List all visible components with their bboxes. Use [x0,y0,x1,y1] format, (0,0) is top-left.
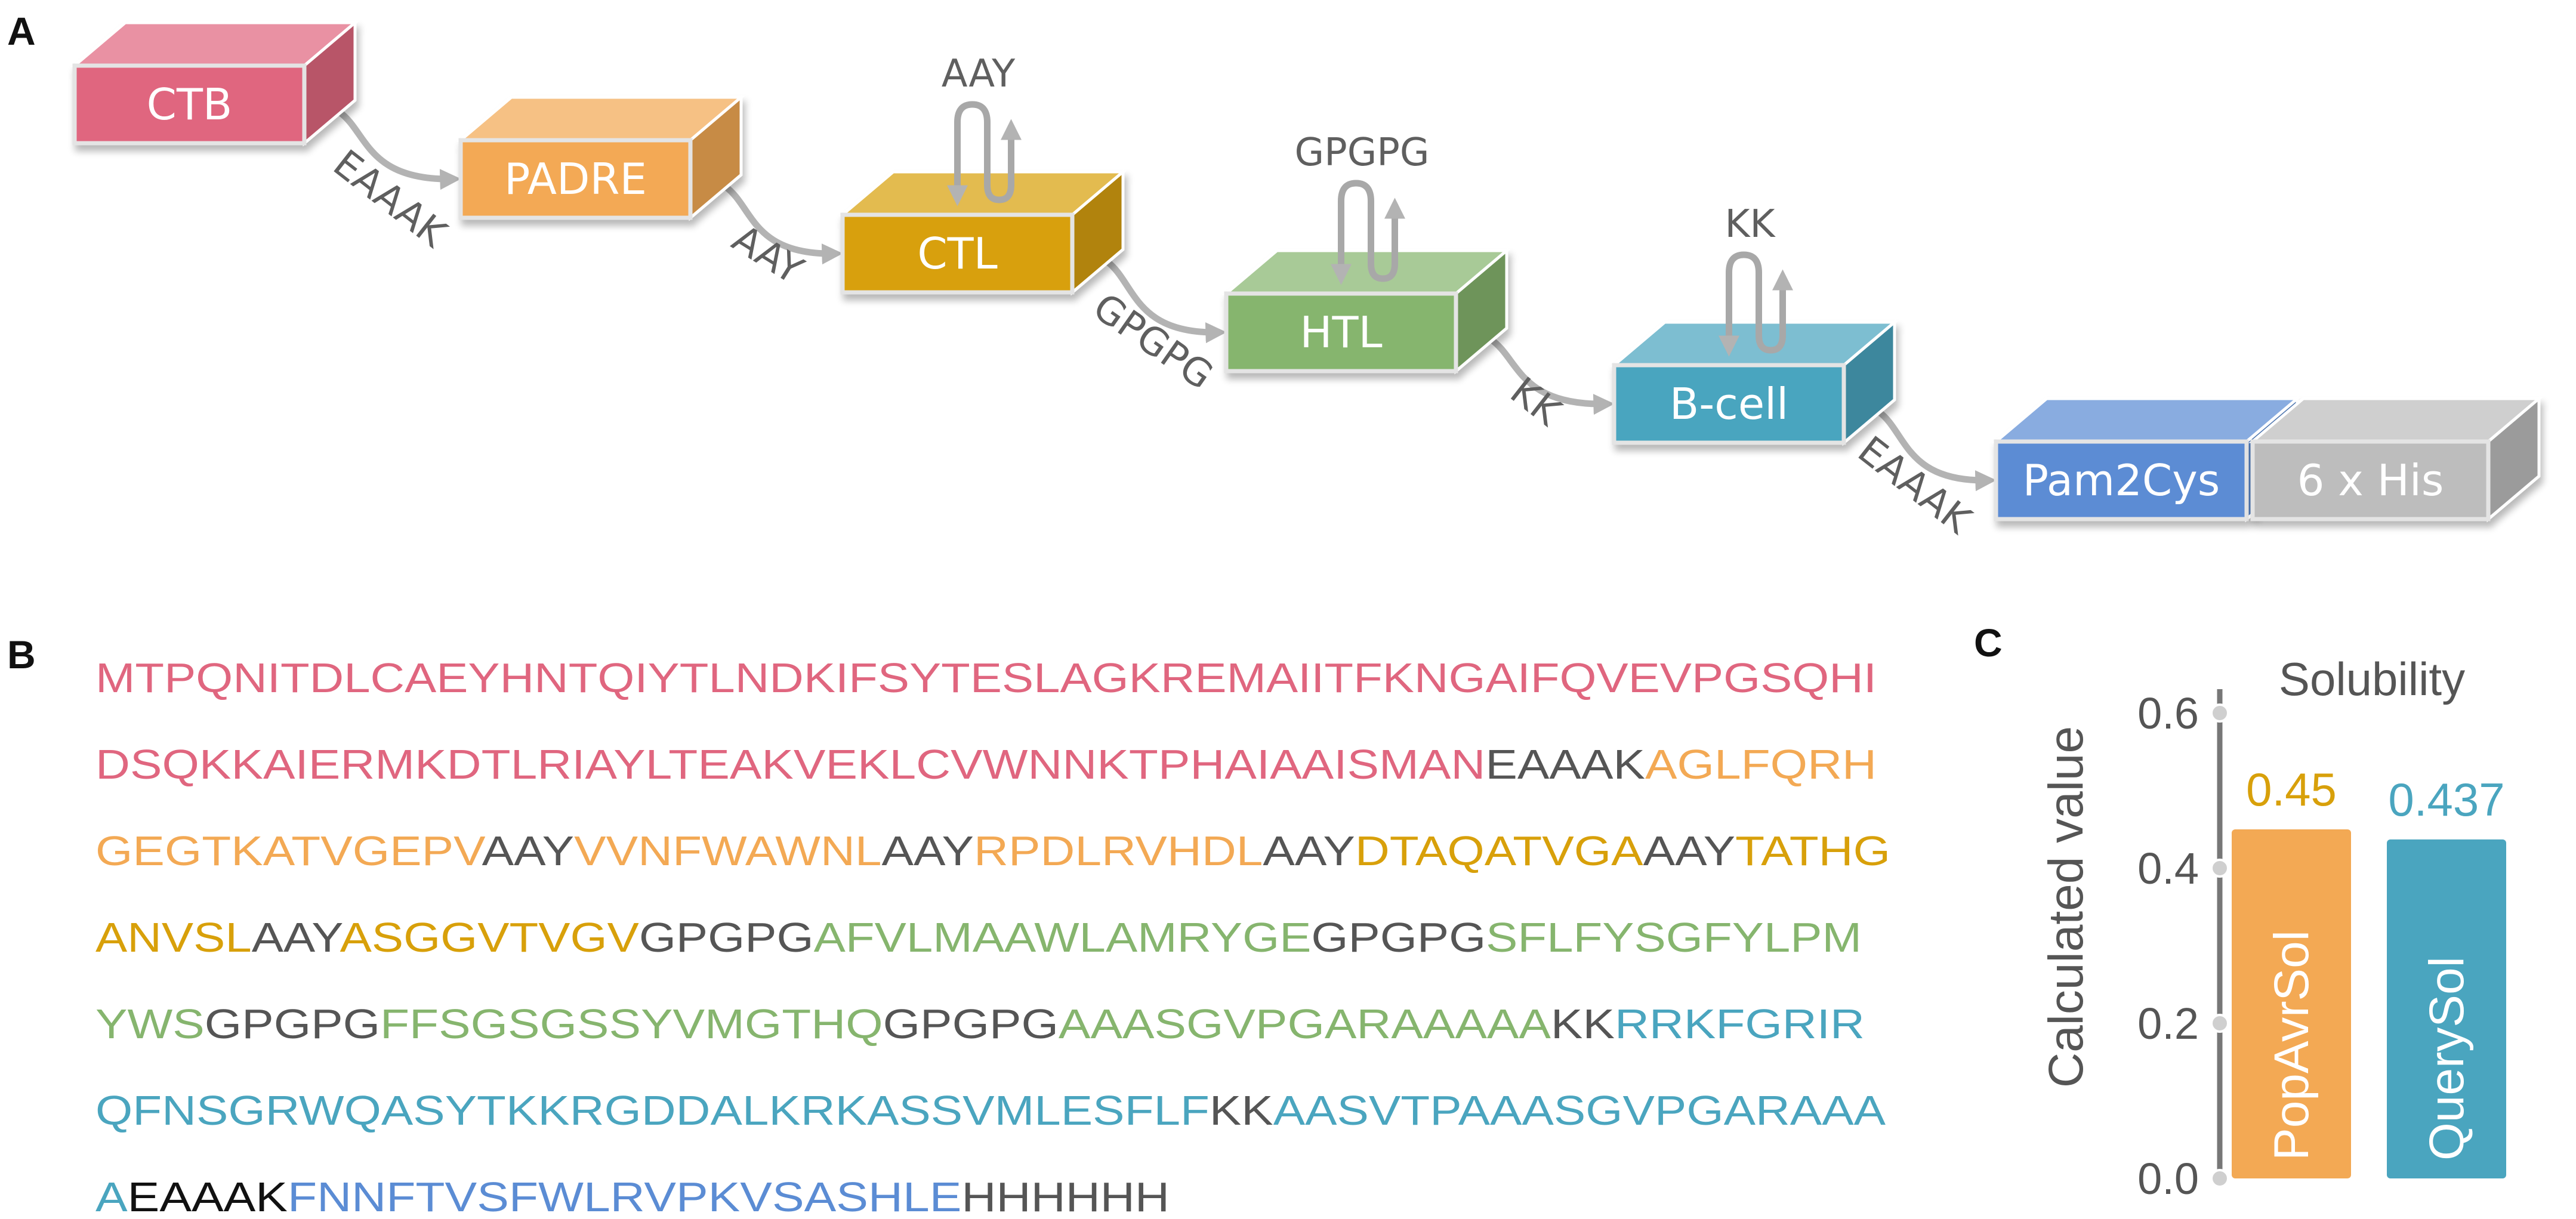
sequence-segment-linker: AAY [482,828,575,874]
sequence-segment-linker: GPGPG [205,1001,380,1047]
sequence-segment-ctl: TATHG [1735,828,1890,874]
panel-c-letter: C [1974,621,2003,665]
y-tick-label: 0.0 [2137,1154,2199,1203]
sequence-segment-htl: AAASGVPGARAAAAA [1059,1001,1551,1047]
y-tick-mark [2210,1169,2229,1188]
block-label: CTB [147,79,233,129]
sequence-segment-linker: GPGPG [883,1001,1059,1047]
block-front-face [2250,439,2491,521]
loop-path [1338,180,1406,282]
sequence-segment-padre: RPDLRVHDL [974,828,1263,874]
b-cell-block: B-cell [1610,319,1899,446]
htl-linker-loop-icon: GPGPG [1295,131,1430,285]
his-tag-block: 6 x His [2248,395,2543,523]
bar-value-label: 0.45 [2246,763,2337,816]
connector-linker-label: EAAAK [1850,428,1980,543]
connector-linker-label: EAAAK [325,141,455,257]
bar-category-label: QuerySol [2420,956,2474,1161]
block-front-face [1612,363,1846,445]
y-tick-mark [2210,859,2229,878]
block-front-face [1994,439,2249,521]
sequence-segment-linker: KK [1210,1087,1273,1134]
connector-linker-label: AAY [724,217,811,294]
ctl-linker-loop-icon: AAY [942,52,1022,206]
sequence-segment-bcell: AASVTPAAASGVPGARAAA [1273,1087,1886,1134]
sequence-segment-ctl: ANVSL [95,914,252,961]
y-tick-label: 0.4 [2137,844,2199,893]
sequence-segment-padre: VVNFWAWNL [574,828,881,874]
sequence-segment-linker: AAY [252,914,343,961]
sequence-segment-linker: AAY [1643,828,1736,874]
panel-a-letter: A [7,9,36,53]
y-tick-label: 0.6 [2137,689,2199,738]
loop-path [954,101,1022,203]
sequence-segment-ctb: DSQKKAIERMKDTLRIAYLTEAKVEKLCVWNNKTPHAIAA… [95,741,1485,788]
block-label: PADRE [504,154,647,204]
y-axis-label: Calculated value [2039,726,2093,1088]
connector-linker-label: GPGPG [1085,285,1221,399]
sequence-segment-htl: YWS [95,1001,205,1047]
sequence-line: MTPQNITDLCAEYHNTQIYTLNDKIFSYTESLAGKREMAI… [95,655,1877,701]
loop-path [1726,251,1794,354]
sequence-segment-eaaak: EAAAK [128,1174,288,1219]
sequence-segment-padre: AGLFQRH [1645,741,1877,788]
b-cell-linker-loop-icon: KK [1718,202,1794,357]
block-label: 6 x His [2297,455,2444,505]
y-tick-label: 0.2 [2137,999,2199,1048]
bar-category-label: PopAvrSol [2265,930,2319,1161]
block-label: HTL [1300,307,1382,357]
construct-diagram: EAAAK AAY GPGPG KK EAAAK CTB PADRE CTL HTL B-cel… [70,19,2543,544]
y-tick-mark [2210,703,2229,723]
sequence-segment-linker: KK [1551,1001,1615,1047]
sequence-segment-linker: GPGPG [1311,914,1486,961]
sequence-segment-linker: AAY [882,828,974,874]
sequence-segment-htl: SFLFYSGFYLPM [1486,914,1862,961]
loop-linker-label: GPGPG [1295,131,1430,175]
sequence-segment-ctl: DTAQATVGA [1355,828,1643,874]
sequence-segment-htl: AFVLMAAWLAMRYGE [814,914,1312,961]
sequence-segment-linker: GPGPG [639,914,814,961]
loop-linker-label: KK [1725,202,1776,246]
solubility-chart: Solubility Calculated value 0.0 0.2 0.4 0.6… [2039,653,2506,1203]
sequence-segment-linker: AAY [1263,828,1355,874]
sequence-segment-bcell: QFNSGRWQASYTKKRGDDALKRKASSVMLESFLF [95,1087,1210,1134]
sequence-segment-bcell: A [95,1174,128,1219]
sequence-segment-bcell: RRKFGRIR [1615,1001,1865,1047]
y-tick-mark [2210,1014,2229,1033]
bar-querysol [2387,839,2506,1178]
connector-linker-label: KK [1502,369,1569,435]
sequence-segment-htl: FFSGSGSSYVMGTHQ [380,1001,883,1047]
sequence-segment-linker: EAAAK [1485,741,1645,788]
bar-value-label: 0.437 [2388,773,2504,826]
ctl-block: CTL [838,168,1127,296]
ctb-block: CTB [70,19,359,147]
block-label: B-cell [1670,379,1788,429]
sequence-segment-padre: GEGTKATVGEPV [95,828,486,874]
sequence-line: DSQKKAIERMKDTLRIAYLTEAKVEKLCVWNNKTPHAIAA… [95,741,1877,788]
block-label: CTL [917,229,997,279]
block-label: Pam2Cys [2023,455,2220,505]
loop-linker-label: AAY [942,52,1016,96]
sequence-segment-ctl: ASGGVTVGV [340,914,640,961]
panel-b-letter: B [7,632,36,677]
sequence-segment-pam: FNNFTVSFWLRVPKVSASHLE [288,1174,961,1219]
block-front-face [840,212,1075,295]
vaccine-sequence: MTPQNITDLCAEYHNTQIYTLNDKIFSYTESLAGKREMAI… [95,655,1890,1219]
chart-title: Solubility [2279,653,2465,705]
block-front-face [72,63,307,146]
htl-block: HTL [1222,247,1511,375]
sequence-segment-linker: HHHHHH [961,1174,1170,1219]
sequence-segment-ctb: MTPQNITDLCAEYHNTQIYTLNDKIFSYTESLAGKREMAI… [95,655,1877,701]
bar-popavrsol [2232,829,2351,1178]
padre-block: PADRE [456,94,745,221]
block-front-face [458,138,693,220]
block-front-face [1224,291,1458,374]
